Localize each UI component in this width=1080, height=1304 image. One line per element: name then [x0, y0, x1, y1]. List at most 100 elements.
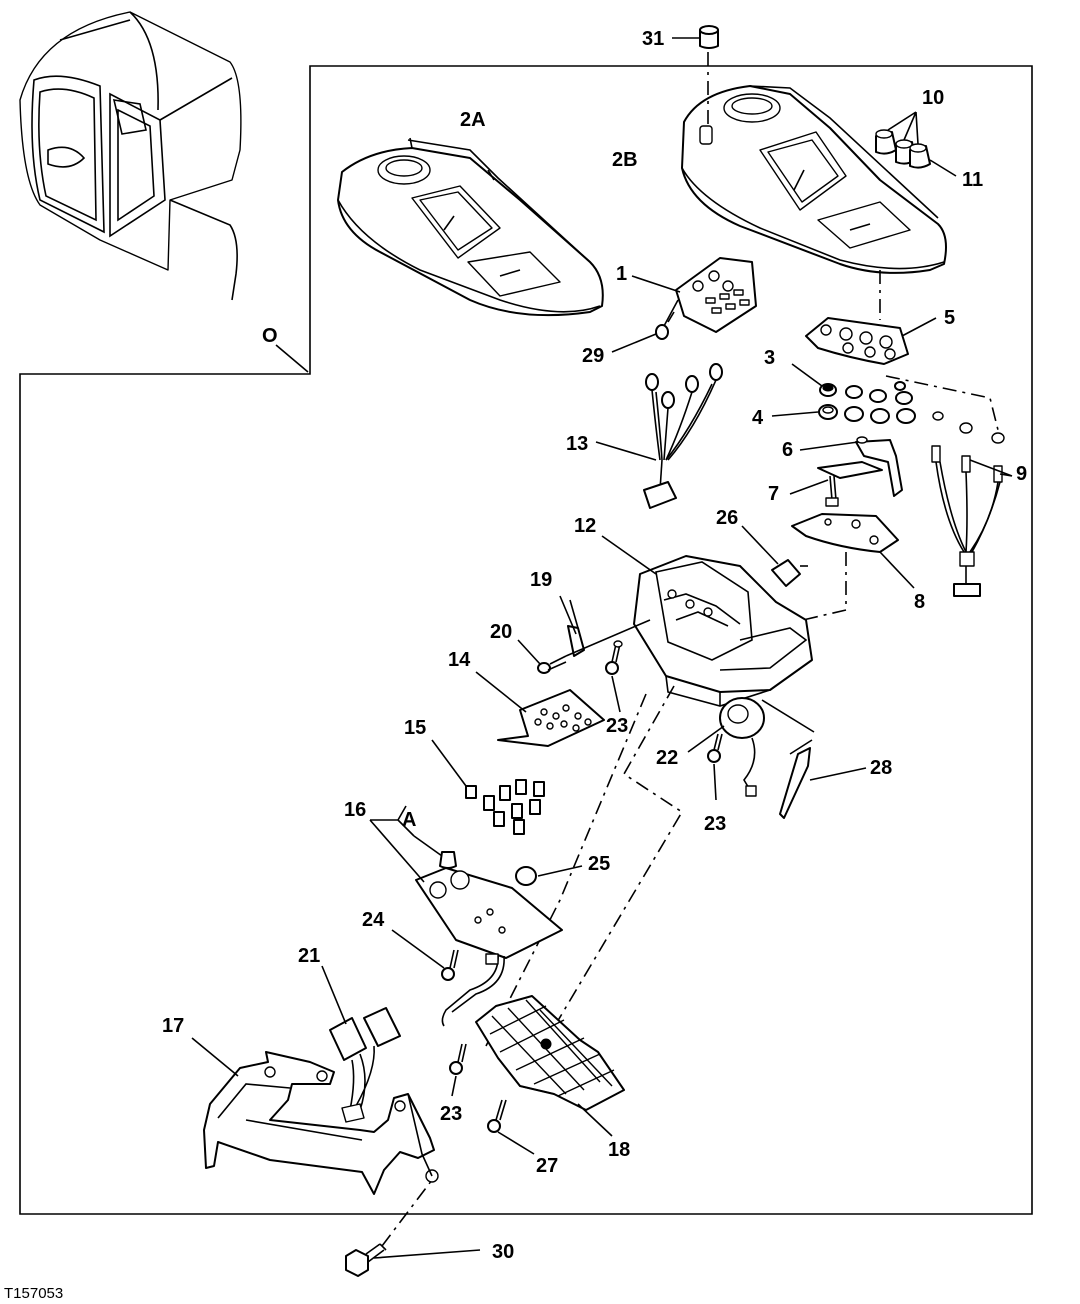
callout-26-leader: [741, 525, 779, 565]
callout-27: 27: [536, 1155, 558, 1177]
callout-20-leader: [517, 639, 541, 665]
callout-28: 28: [870, 757, 892, 779]
callout-11-leader: [929, 159, 957, 177]
callout-10: 10: [922, 87, 944, 109]
callout-23b: 23: [704, 813, 726, 835]
clip-19: [567, 599, 585, 657]
callout-23a-leader: [611, 675, 621, 713]
callout-3: 3: [764, 347, 775, 369]
axis-22-28: [761, 699, 815, 733]
harness-9: [931, 445, 1003, 597]
callout-a-bracket: [370, 805, 415, 837]
callout-0-leader: [275, 344, 309, 373]
callout-25-leader: [537, 865, 583, 877]
screw-27: [487, 1099, 507, 1133]
axis-30: [381, 1179, 433, 1247]
relays-21: [329, 1007, 401, 1123]
callout-2b: 2B: [612, 149, 638, 171]
callout-6-leader: [799, 441, 859, 451]
callout-23b-leader: [713, 763, 717, 801]
callout-13: 13: [566, 433, 588, 455]
callout-29-leader: [611, 333, 657, 353]
callout-23c: 23: [440, 1103, 462, 1125]
screw-20: [537, 655, 567, 674]
callout-8-leader: [879, 551, 915, 589]
callout-14: 14: [448, 649, 471, 671]
callout-11: 11: [962, 169, 983, 191]
callout-4: 4: [752, 407, 764, 429]
callout-9-leader: [969, 459, 1013, 477]
switch-26: [771, 559, 808, 587]
knob-25: [515, 866, 537, 886]
axis-5-9: [885, 375, 999, 431]
bracket-17: [203, 1051, 439, 1195]
callout-25: 25: [588, 853, 610, 875]
housing-12: [633, 555, 813, 707]
callout-21-leader: [321, 965, 347, 1025]
callout-29: 29: [582, 345, 604, 367]
callout-17: 17: [162, 1015, 184, 1037]
callout-19-leader: [559, 595, 577, 635]
plate-8: [791, 513, 899, 553]
axis-20-12: [565, 619, 651, 657]
callout-5-leader: [901, 317, 937, 337]
axis-12-18a: [549, 685, 684, 1035]
screw-29: [655, 299, 679, 340]
keypad-1: [675, 257, 757, 333]
callout-2a: 2A: [460, 109, 486, 131]
cab-thumbnail: [19, 11, 242, 301]
callout-16-leader: [369, 819, 425, 883]
callout-26: 26: [716, 507, 738, 529]
callout-24-leader: [391, 929, 445, 969]
callout-9: 9: [1016, 463, 1027, 485]
callout-15-leader: [431, 739, 467, 787]
rod-28: [779, 739, 813, 819]
callout-6: 6: [782, 439, 793, 461]
callout-23c-leader: [451, 1075, 457, 1097]
lamps-15: [465, 779, 545, 835]
callout-24: 24: [362, 909, 385, 931]
axis-12-18b: [485, 693, 647, 1047]
callout-a: A: [402, 809, 416, 831]
callout-19: 19: [530, 569, 552, 591]
callout-31: 31: [642, 28, 664, 50]
callout-18-leader: [577, 1103, 613, 1137]
screw-23-lower: [449, 1043, 467, 1075]
callout-1-leader: [631, 275, 681, 293]
callout-15: 15: [404, 717, 426, 739]
callout-4-leader: [771, 411, 819, 417]
callout-14-leader: [475, 671, 527, 713]
callout-23a: 23: [606, 715, 628, 737]
board-16: [415, 867, 563, 1027]
callout-12-leader: [601, 535, 657, 575]
board-7: [817, 461, 883, 507]
knob-a: [439, 851, 457, 869]
callout-17-leader: [191, 1037, 239, 1077]
sensor-22: [719, 697, 765, 797]
cap-31: [699, 25, 719, 49]
knobs-10-11: [875, 129, 931, 169]
callout-7-leader: [789, 479, 829, 495]
callout-16: 16: [344, 799, 366, 821]
callout-0: O: [262, 325, 278, 347]
switch-plate-5: [805, 317, 909, 365]
board-14: [497, 689, 605, 747]
callout-27-leader: [497, 1131, 535, 1155]
callout-30-leader: [373, 1249, 481, 1259]
console-housing-2b: [681, 85, 947, 274]
callout-22: 22: [656, 747, 678, 769]
harness-13: [643, 363, 723, 509]
callout-13-leader: [595, 441, 657, 461]
bracket-6: [855, 436, 903, 497]
screw-23-upper: [605, 640, 623, 675]
callout-3-leader: [791, 363, 823, 387]
callout-7: 7: [768, 483, 779, 505]
cover-18: [475, 995, 625, 1111]
callout-12: 12: [574, 515, 596, 537]
callout-20: 20: [490, 621, 512, 643]
callout-30: 30: [492, 1241, 514, 1263]
callout-22-leader: [687, 725, 725, 753]
callout-8: 8: [914, 591, 925, 613]
callout-5: 5: [944, 307, 955, 329]
